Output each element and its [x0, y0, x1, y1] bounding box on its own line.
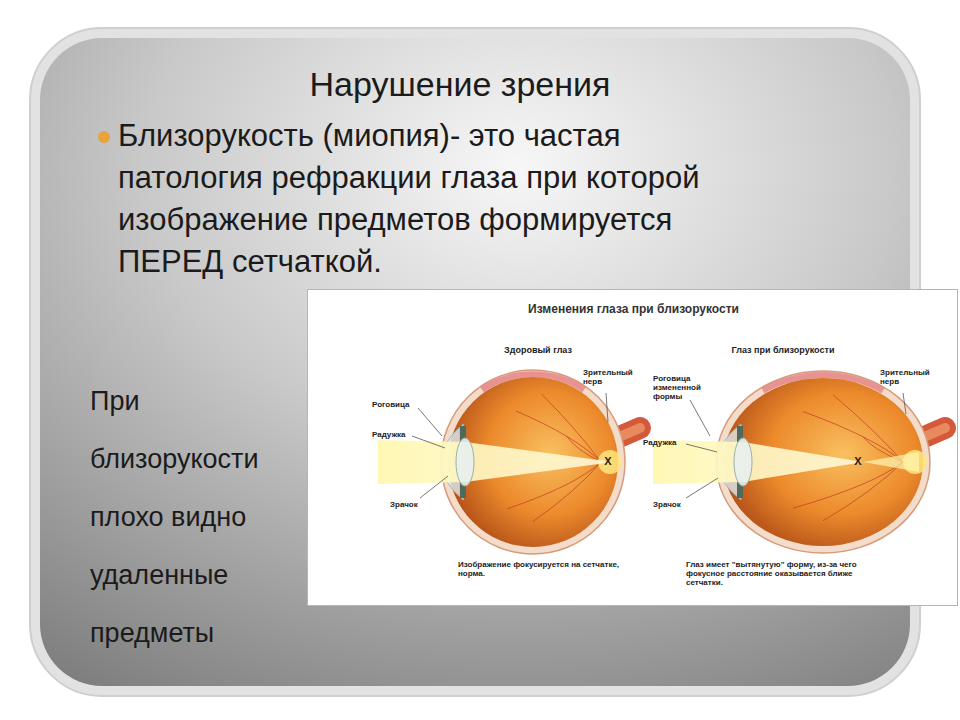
figure-heading: Глаз при близорукости	[708, 345, 858, 355]
part-label: Роговица измененной формы	[653, 374, 715, 402]
figure-caption: Глаз имеет "вытянутую" форму, из-за чего…	[686, 560, 876, 588]
blood-vessel	[803, 412, 903, 462]
leader-line	[606, 393, 608, 422]
part-label: Зрительный нерв	[583, 368, 643, 386]
light-beam	[653, 440, 863, 484]
light-beam	[378, 440, 613, 484]
blood-vessel	[833, 395, 903, 462]
focus-mark: X	[602, 455, 614, 467]
part-label: Радужка	[643, 438, 687, 447]
panel-title: Изменения глаза при близорукости	[308, 302, 959, 316]
eye-illustration	[308, 290, 959, 607]
leader-line	[686, 444, 717, 452]
leader-line	[420, 476, 448, 498]
part-label: Радужка	[372, 430, 422, 439]
leader-line	[412, 436, 445, 448]
slide-title: Нарушение зрения	[140, 62, 780, 106]
leader-line	[686, 478, 718, 498]
blood-vessel	[542, 394, 602, 462]
healthy-eye	[378, 370, 640, 554]
lens	[734, 438, 752, 486]
myopic-eye	[653, 371, 945, 553]
bullet-text: Близорукость (миопия)- это частая патоло…	[118, 115, 768, 283]
diverging-beam	[863, 452, 919, 472]
leader-line	[690, 400, 710, 436]
part-label: Роговица	[372, 400, 432, 409]
bullet-dot	[98, 131, 110, 143]
side-note: При близорукости плохо видно удаленные п…	[90, 372, 305, 662]
leader-line	[903, 393, 906, 414]
blood-vessel	[823, 462, 903, 521]
part-label: Зрачок	[390, 500, 440, 509]
figure-caption: Изображение фокусируется на сетчатке, но…	[458, 560, 628, 578]
illustration-panel: Изменения глаза при близорукостиЗдоровый…	[307, 289, 958, 606]
lens	[456, 438, 474, 486]
leader-line	[418, 408, 442, 436]
focus-mark: X	[852, 455, 864, 467]
part-label: Зрачок	[653, 500, 697, 509]
part-label: Зрительный нерв	[880, 368, 940, 386]
figure-heading: Здоровый глаз	[478, 345, 598, 355]
